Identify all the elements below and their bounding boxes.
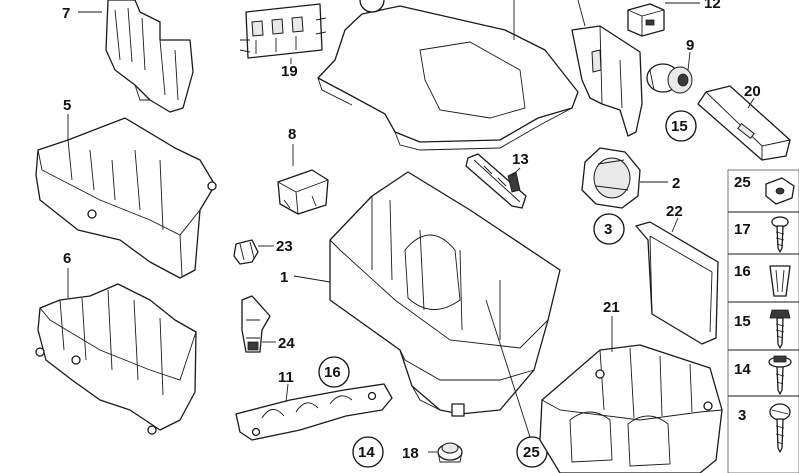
legend-label-16: 16 (734, 263, 751, 280)
circled-callout-3 (593, 213, 625, 245)
callout-13: 13 (512, 151, 529, 168)
callout-6: 6 (63, 250, 71, 267)
callout-21: 21 (603, 299, 620, 316)
callout-24: 24 (278, 335, 295, 352)
circled-callout-14 (352, 436, 384, 468)
legend-label-25: 25 (734, 174, 751, 191)
callout-20: 20 (744, 83, 761, 100)
circled-callout-top-cropped (359, 0, 385, 13)
part-5-fuse-carrier (35, 117, 217, 279)
part-8-clip (277, 169, 329, 215)
circled-label-16: 16 (324, 364, 341, 381)
circled-label-3: 3 (604, 221, 612, 238)
part-9-socket (646, 63, 693, 94)
expanding-nut-icon (769, 265, 791, 297)
callout-23: 23 (276, 238, 293, 255)
legend-label-14: 14 (734, 361, 751, 378)
legend-label-3: 3 (738, 407, 746, 424)
circled-label-14: 14 (358, 444, 375, 461)
part-top-cover (317, 5, 579, 151)
legend-label-17: 17 (734, 221, 751, 238)
leader-1 (293, 275, 331, 283)
callout-7: 7 (62, 5, 70, 22)
round-head-screw-icon (769, 403, 791, 453)
callout-8: 8 (288, 126, 296, 143)
part-22-divider (635, 221, 719, 345)
part-12-connector (627, 3, 665, 37)
callout-22: 22 (666, 203, 683, 220)
part-11-cable-holder (235, 383, 393, 441)
part-24-latch (241, 295, 271, 353)
circled-callout-15 (665, 110, 697, 142)
callout-19: 19 (281, 63, 298, 80)
leader-20 (747, 97, 755, 109)
part-23-clip (233, 239, 259, 265)
part-21-fuse-tray (539, 344, 723, 473)
hex-screw-icon (769, 309, 791, 349)
callout-2: 2 (672, 175, 680, 192)
part-vertical-bracket (571, 25, 643, 137)
callout-5: 5 (63, 97, 71, 114)
part-20-cable-cover (697, 85, 791, 161)
leader-9 (687, 51, 691, 71)
screw-icon (771, 216, 789, 253)
callout-18: 18 (402, 445, 419, 462)
leader-13 (511, 167, 521, 177)
clip-nut-icon (765, 177, 795, 205)
legend-label-15: 15 (734, 313, 751, 330)
leader-vertical-bracket (577, 0, 586, 27)
leader-11 (285, 383, 289, 403)
fastener-legend: 25 17 16 15 14 (727, 169, 799, 473)
leader-22 (671, 217, 679, 233)
callout-9: 9 (686, 37, 694, 54)
part-18-grommet (437, 442, 463, 463)
callout-1: 1 (280, 269, 288, 286)
flange-screw-icon (768, 355, 792, 395)
callout-12: 12 (704, 0, 721, 12)
leader-circled-25 (485, 299, 531, 438)
part-1-main-housing (329, 171, 561, 417)
circled-label-15: 15 (671, 118, 688, 135)
part-19-connector-strip (239, 3, 327, 59)
callout-11: 11 (278, 369, 294, 386)
part-6-carrier (35, 283, 197, 435)
part-13-contact-strip (465, 153, 527, 209)
part-2-socket-housing (581, 147, 641, 209)
circled-callout-16 (318, 356, 350, 388)
part-7-bracket (105, 0, 194, 113)
circled-label-25: 25 (523, 444, 540, 461)
